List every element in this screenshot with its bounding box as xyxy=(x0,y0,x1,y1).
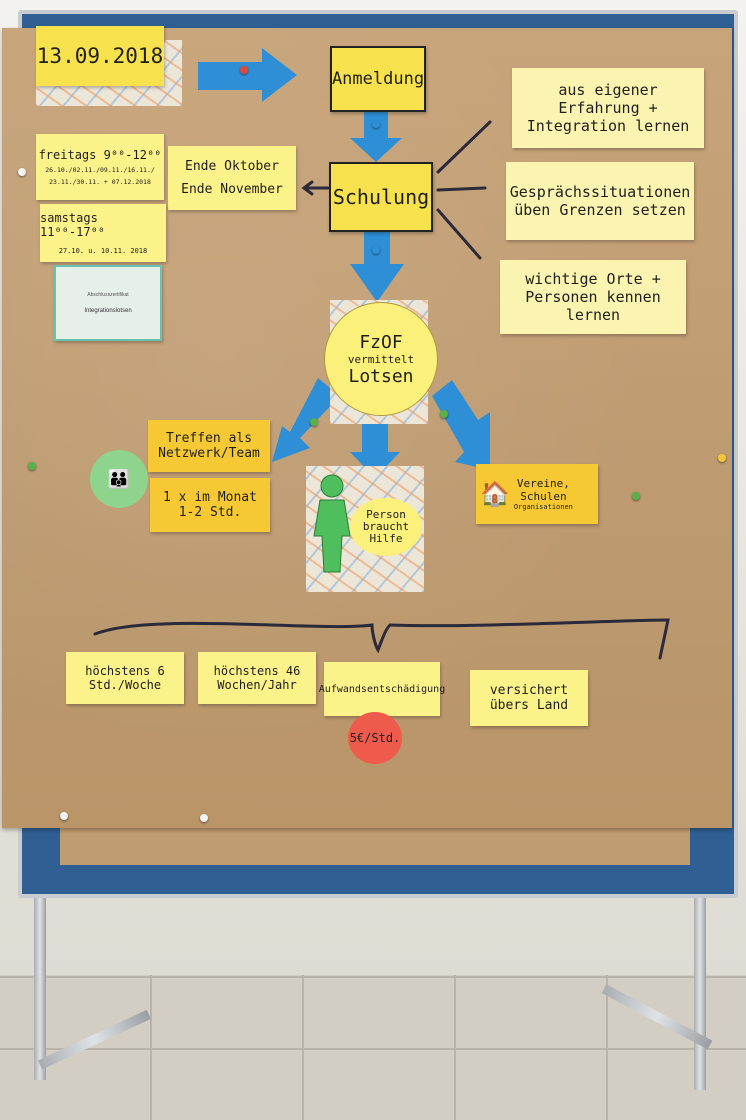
treffen-text: Treffen als Netzwerk/Team xyxy=(158,431,260,461)
schulung-text: Schulung xyxy=(332,185,430,209)
arrow-circle-to-person xyxy=(350,420,400,478)
vereine-note: 🏠 Vereine, Schulen Organisationen xyxy=(476,464,598,524)
arrow-anmeldung-to-schulung xyxy=(350,112,402,162)
samstags-note: samstags 11⁰⁰-17⁰⁰ 27.10. u. 10.11. 2018 xyxy=(40,204,166,262)
vermittelt-text: vermittelt xyxy=(347,352,415,366)
pin xyxy=(60,812,68,820)
line-goal-3 xyxy=(436,208,482,260)
monat-text: 1 x im Monat 1-2 Std. xyxy=(163,490,257,520)
versichert-text: versichert übers Land xyxy=(489,683,569,713)
vereine-text: Vereine, xyxy=(516,477,570,490)
hoechstens-woche-text: höchstens 6 Std./Woche xyxy=(85,664,165,692)
pin xyxy=(28,462,36,470)
treffen-note: Treffen als Netzwerk/Team xyxy=(148,420,270,472)
goal-text-1: aus eigener Erfahrung + Integration lern… xyxy=(526,81,690,135)
group-people-icon: 👪 xyxy=(90,450,148,508)
ende-note: Ende Oktober Ende November xyxy=(168,146,296,210)
arrow-circle-to-vereine xyxy=(432,380,490,470)
schulen-text: Schulen xyxy=(520,490,567,503)
pin xyxy=(200,814,208,822)
goal-text-3: wichtige Orte + Personen kennen lernen xyxy=(525,270,661,324)
goal-text-2: Gesprächssituationen üben Grenzen setzen xyxy=(509,183,691,219)
pin xyxy=(718,454,726,462)
anmeldung-text: Anmeldung xyxy=(331,69,425,89)
lotsen-text: Lotsen xyxy=(348,365,414,387)
ende-oktober-text: Ende Oktober xyxy=(185,159,279,174)
aufwand-text: Aufwandsentschädigung xyxy=(318,683,446,695)
line-goal-1 xyxy=(436,120,492,174)
samstags-title: samstags 11⁰⁰-17⁰⁰ xyxy=(40,211,106,239)
organisationen-text: Organisationen xyxy=(513,503,573,511)
pin xyxy=(632,492,640,500)
certificate-card: Abschlusszertifikat Integrationslotsen xyxy=(54,265,162,341)
pin xyxy=(440,410,448,418)
person-figure-icon xyxy=(313,474,351,573)
person-bubble: Person braucht Hilfe xyxy=(350,498,422,556)
goal-note-2: Gesprächssituationen üben Grenzen setzen xyxy=(506,162,694,240)
arrow-date-to-anmeldung xyxy=(198,48,297,102)
pin xyxy=(18,168,26,176)
freitags-note: freitags 9⁰⁰-12⁰⁰ 26.10./02.11./09.11./1… xyxy=(36,134,164,200)
pin xyxy=(372,246,380,254)
pin xyxy=(310,418,318,426)
aufwand-note: Aufwandsentschädigung xyxy=(319,662,445,716)
price-badge: 5€/Std. xyxy=(348,712,402,764)
house-people-icon: 🏠 xyxy=(480,480,510,508)
hilfe-text: Hilfe xyxy=(369,532,403,546)
arrow-schulung-to-ende xyxy=(301,180,330,196)
freitags-dates-2: 23.11./30.11. + 07.12.2018 xyxy=(49,178,151,186)
monat-note: 1 x im Monat 1-2 Std. xyxy=(150,478,270,532)
price-text: 5€/Std. xyxy=(349,731,401,745)
schulung-sign: Schulung xyxy=(329,162,433,232)
date-text: 13.09.2018 xyxy=(36,44,164,68)
versichert-note: versichert übers Land xyxy=(470,670,588,726)
braucht-text: braucht xyxy=(362,519,410,533)
hoechstens-woche-note: höchstens 6 Std./Woche xyxy=(66,652,184,704)
pin xyxy=(372,120,380,128)
hoechstens-jahr-text: höchstens 46 Wochen/Jahr xyxy=(213,664,301,692)
goal-note-1: aus eigener Erfahrung + Integration lern… xyxy=(512,68,704,148)
goal-note-3: wichtige Orte + Personen kennen lernen xyxy=(500,260,686,334)
certificate-header: Abschlusszertifikat xyxy=(87,292,129,298)
freitags-title: freitags 9⁰⁰-12⁰⁰ xyxy=(38,148,162,162)
date-note: 13.09.2018 xyxy=(36,26,164,86)
person-text: Person xyxy=(366,507,406,521)
arrow-circle-to-netzwerk xyxy=(272,378,340,462)
anmeldung-sign: Anmeldung xyxy=(330,46,426,112)
samstags-dates: 27.10. u. 10.11. 2018 xyxy=(58,247,148,255)
freitags-dates-1: 26.10./02.11./09.11./16.11./ xyxy=(45,166,155,174)
fzof-text: FzOF xyxy=(359,331,403,353)
line-goal-2 xyxy=(436,186,487,192)
fzof-circle: FzOF vermittelt Lotsen xyxy=(324,302,438,416)
pin xyxy=(240,66,248,74)
certificate-text: Integrationslotsen xyxy=(84,308,132,314)
curly-brace xyxy=(93,618,670,660)
arrow-schulung-to-circle xyxy=(350,232,404,302)
ende-november-text: Ende November xyxy=(181,182,283,197)
hoechstens-jahr-note: höchstens 46 Wochen/Jahr xyxy=(198,652,316,704)
